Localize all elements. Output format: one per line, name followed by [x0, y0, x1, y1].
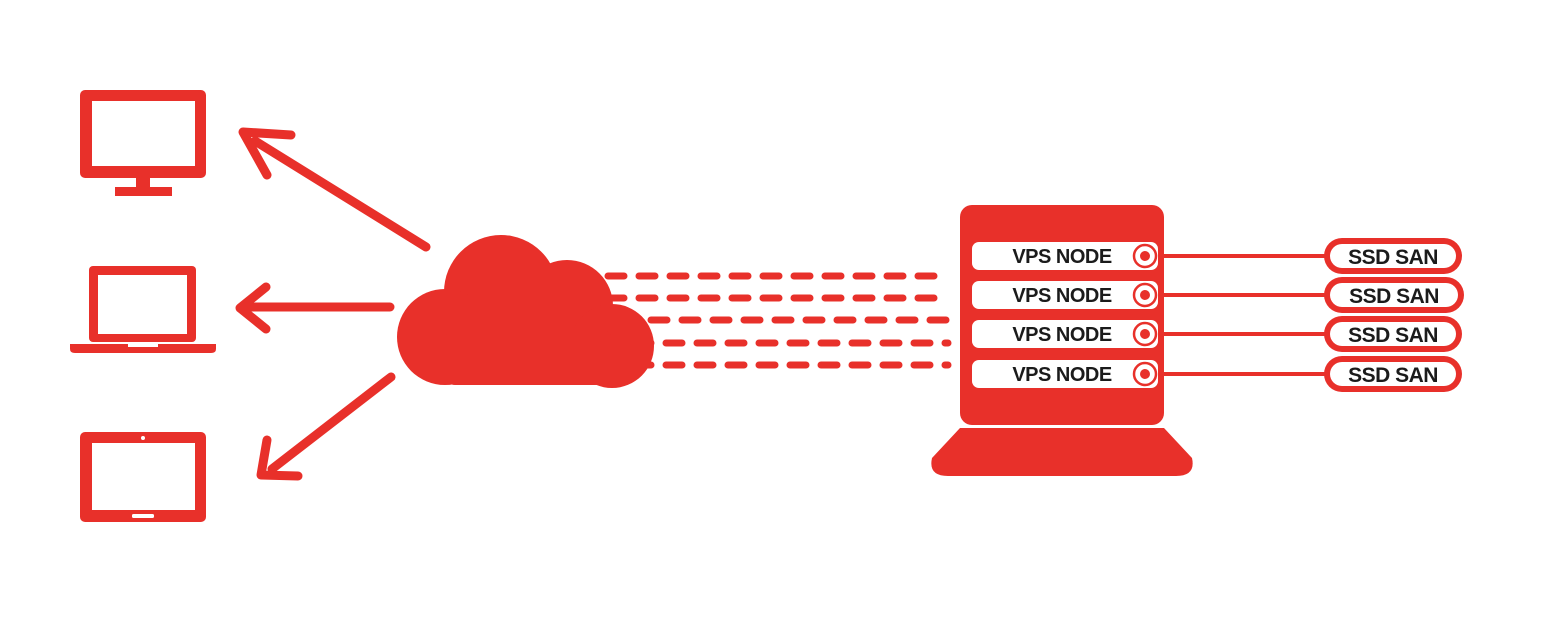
- server-node-row: VPS NODE: [972, 242, 1158, 270]
- ssd-san-badge: SSD SAN: [1324, 238, 1462, 274]
- server-node-row: VPS NODE: [972, 320, 1158, 348]
- ssd-san-label: SSD SAN: [1348, 246, 1438, 269]
- ssd-san-label: SSD SAN: [1348, 324, 1438, 347]
- ssd-san-label: SSD SAN: [1349, 285, 1439, 308]
- laptop-icon: [70, 266, 216, 353]
- ssd-san-badge: SSD SAN: [1324, 356, 1462, 392]
- vps-node-label: VPS NODE: [1012, 246, 1112, 268]
- tablet-icon: [80, 432, 206, 522]
- arrow-to-desktop: [238, 127, 431, 252]
- arrow-to-tablet: [256, 372, 396, 481]
- vps-node-label: VPS NODE: [1012, 285, 1112, 307]
- cloud-icon: [397, 235, 654, 388]
- ssd-san-badge: SSD SAN: [1324, 277, 1464, 313]
- arrow-to-laptop: [235, 282, 395, 334]
- ssd-san-badge: SSD SAN: [1324, 316, 1462, 352]
- server-node-row: VPS NODE: [972, 360, 1158, 388]
- dashed-connections: [604, 272, 952, 369]
- vps-node-label: VPS NODE: [1012, 364, 1112, 386]
- vps-node-label: VPS NODE: [1012, 324, 1112, 346]
- server-node-row: VPS NODE: [972, 281, 1158, 309]
- desktop-monitor-icon: [80, 90, 206, 196]
- storage-connections: [1158, 254, 1326, 376]
- ssd-san-label: SSD SAN: [1348, 364, 1438, 387]
